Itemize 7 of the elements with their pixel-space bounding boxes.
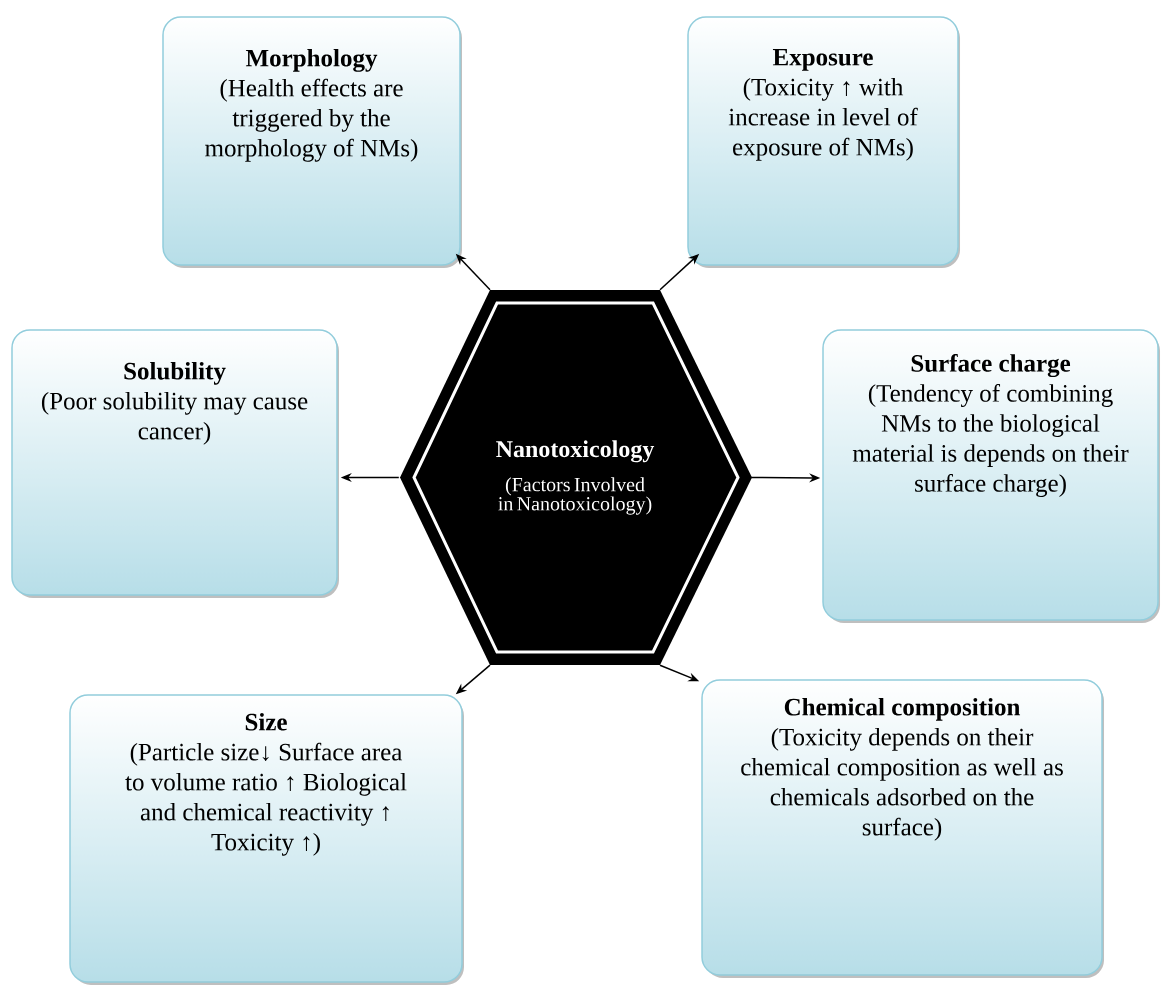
- factor-box: Exposure (Toxicity ↑ with increase in level of exposure of NMs): [687, 16, 960, 268]
- factor-box: Morphology (Health effects are triggered by the morphology of NMs): [162, 16, 462, 268]
- factor-box: Size (Particle size↓ Surface area to volume ratio ↑ Biological and chemical reactivity ↑ Toxicity ↑): [69, 694, 464, 985]
- factor-box: Surface charge (Tendency of combining NMs to the biological material is depends on their surface charge): [822, 329, 1160, 623]
- factor-box: Chemical composition (Toxicity depends on their chemical composition as well as chemicals adsorbed on the surface): [701, 679, 1104, 978]
- hexagon: Nanotoxicology (Factors Involved in Nanotoxicology): [400, 290, 752, 665]
- factor-box: Solubility (Poor solubility may cause cancer): [11, 329, 339, 598]
